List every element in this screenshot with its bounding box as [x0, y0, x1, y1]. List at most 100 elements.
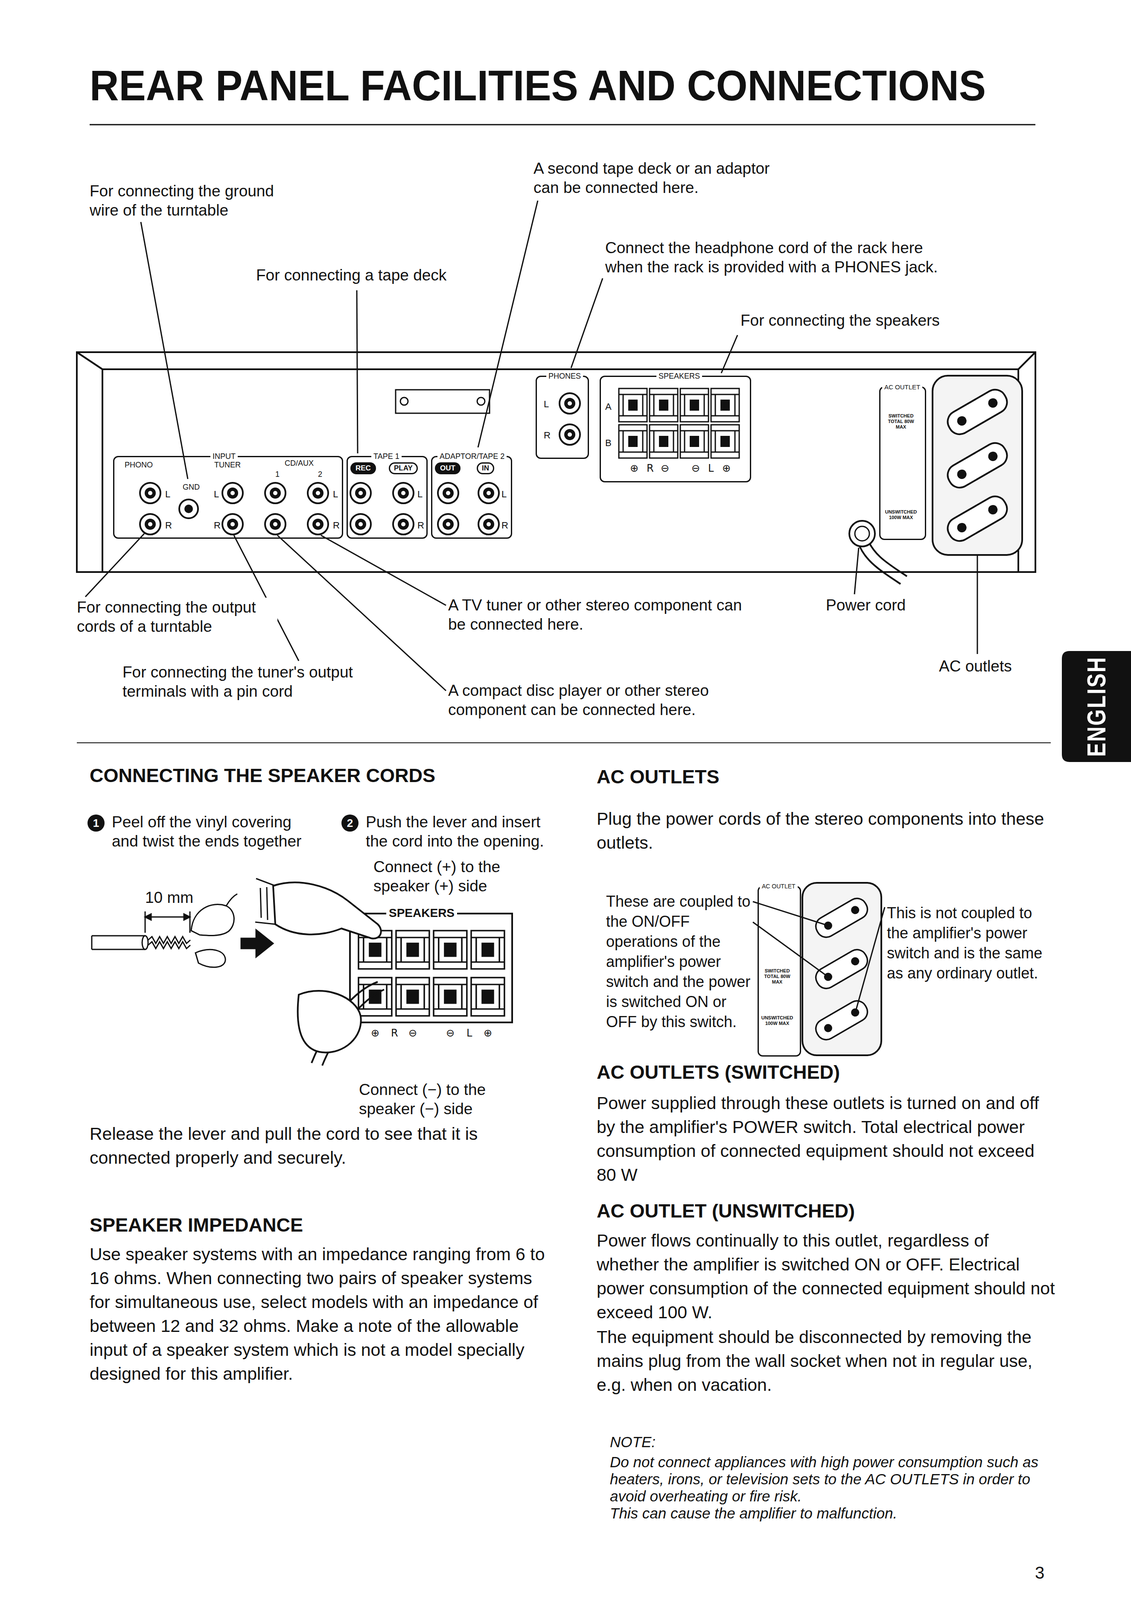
group-heading: TAPE 1 — [371, 451, 402, 462]
channel-label: L — [501, 489, 507, 500]
callout-text: A second tape deck or an adaptor can be … — [533, 158, 790, 198]
ac-outlet-figure — [752, 882, 885, 1056]
speaker-cord-illustration — [433, 977, 467, 1016]
channel-label: B — [605, 437, 612, 449]
leader-line — [140, 221, 188, 479]
speaker-cord-illustration — [255, 878, 276, 925]
input-jack — [437, 513, 459, 535]
callout-text: For connecting the ground wire of the tu… — [89, 181, 295, 220]
channel-label: A — [605, 401, 612, 412]
speaker-terminal — [618, 388, 648, 422]
rear-panel-outline — [76, 352, 1036, 572]
terminal-label: R — [390, 1026, 399, 1040]
callout-text: For connecting the speakers — [740, 310, 940, 330]
note-text: NOTE: — [609, 1433, 656, 1451]
speaker-cord-illustration — [142, 935, 149, 950]
leader-line — [85, 533, 145, 597]
button-label: REC — [350, 462, 377, 475]
figure-note: This is not coupled to the amplifier's p… — [886, 902, 1058, 983]
speaker-cord-illustration — [191, 904, 234, 936]
ac-outlet-figure — [812, 996, 871, 1043]
terminal-label: ⊕ — [370, 1026, 380, 1040]
rear-panel-outline — [76, 352, 1036, 370]
section-heading: CONNECTING THE SPEAKER CORDS — [89, 763, 436, 788]
speaker-terminal — [680, 424, 709, 458]
channel-label: R — [332, 520, 340, 531]
terminal-label: ⊖ — [660, 462, 670, 475]
channel-label: R — [543, 430, 551, 441]
channel-label: L — [165, 489, 171, 500]
panel-label: PHONO — [123, 460, 154, 470]
channel-label: R — [165, 520, 172, 531]
leader-line — [976, 555, 979, 654]
terminal-label: ⊖ — [445, 1026, 455, 1040]
speaker-terminal — [680, 388, 709, 422]
input-jack — [478, 482, 499, 504]
ac-outlet-housing — [932, 375, 1023, 555]
ac-outlet-housing — [943, 385, 1012, 438]
ac-outlet-housing — [943, 438, 1012, 492]
speaker-cord-illustration — [195, 949, 226, 967]
outlet-rating: SWITCHED TOTAL 80W MAX — [760, 967, 794, 985]
ac-outlet-housing — [943, 492, 1012, 545]
leader-line — [854, 547, 859, 595]
channel-label: R — [213, 520, 221, 531]
section-heading: SPEAKER IMPEDANCE — [89, 1213, 304, 1237]
button-label: PLAY — [388, 462, 418, 475]
terminal-label: ⊕ — [483, 1026, 493, 1040]
group-heading: PHONES — [546, 371, 583, 382]
title-rule — [89, 124, 1036, 126]
speaker-terminal — [649, 424, 678, 458]
channel-label: R — [417, 520, 425, 531]
speaker-terminal — [711, 388, 740, 422]
speaker-cord-illustration — [396, 930, 430, 969]
rear-panel-outline — [477, 397, 485, 406]
callout-text: A compact disc player or other stereo co… — [448, 680, 747, 720]
section-heading: AC OUTLETS (SWITCHED) — [596, 1060, 840, 1084]
input-jack — [437, 482, 459, 504]
panel-label: TUNER — [213, 460, 242, 470]
input-jack — [350, 482, 371, 504]
callout-text: Connect (−) to the speaker (−) side — [358, 1079, 522, 1119]
input-jack — [307, 482, 329, 504]
input-jack — [222, 482, 243, 504]
terminal-label: ⊖ — [408, 1026, 417, 1040]
outlet-rating: UNSWITCHED 100W MAX — [760, 1014, 794, 1027]
phones-jack — [559, 424, 581, 445]
outlet-rating: SWITCHED TOTAL 80W MAX — [883, 413, 919, 430]
callout-text: Push the lever and insert the cord into … — [365, 812, 558, 851]
callout-text: For connecting the tuner's output termin… — [122, 662, 388, 701]
channel-label: L — [543, 399, 549, 410]
speaker-terminal — [649, 388, 678, 422]
callout-text: Power cord — [825, 595, 906, 615]
input-jack — [265, 513, 286, 535]
speaker-cord-illustration — [145, 911, 190, 933]
power-cord — [854, 526, 870, 541]
phones-jack — [559, 393, 581, 445]
language-tab — [1061, 650, 1131, 762]
channel-label: L — [332, 489, 339, 500]
speaker-cord-illustration — [91, 878, 513, 1066]
step-number: 2 — [341, 814, 359, 832]
leader-line — [320, 535, 446, 606]
ac-outlet-housing — [932, 375, 1023, 555]
body-text: Plug the power cords of the stereo compo… — [596, 806, 1056, 855]
callout-text: For connecting a tape deck — [256, 265, 447, 285]
power-cord — [849, 520, 875, 547]
button-label: OUT — [434, 462, 461, 475]
body-text: Power supplied through these outlets is … — [596, 1090, 1056, 1187]
panel-group-box: INPUTPHONOTUNERCD/AUX12GNDLRLRLR — [113, 455, 344, 539]
callout-text: For connecting the output cords of a tur… — [76, 597, 278, 636]
input-jack — [139, 482, 161, 504]
panel-group-box: PHONESLR — [535, 375, 589, 459]
input-jack — [350, 513, 371, 535]
input-jack — [139, 513, 161, 535]
panel-label: SPEAKERS — [386, 905, 458, 921]
speaker-cord-illustration — [433, 930, 467, 969]
note-text: This can cause the amplifier to malfunct… — [609, 1504, 1056, 1522]
body-text: Use speaker systems with an impedance ra… — [89, 1241, 555, 1386]
input-jack — [265, 482, 286, 504]
terminal-label: ⊖ — [691, 462, 700, 475]
input-jack — [393, 482, 414, 504]
speaker-cord-illustration — [148, 941, 191, 949]
